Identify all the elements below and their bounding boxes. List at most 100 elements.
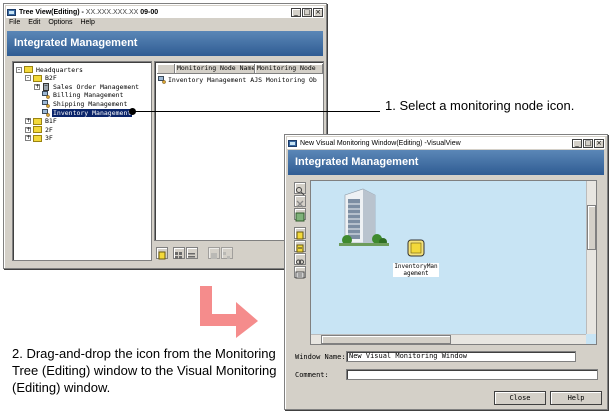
monitoring-node-icon [407,239,425,257]
edit-node-icon [158,251,166,260]
node-icon [42,99,50,108]
zoom-button[interactable] [294,182,306,196]
tree-item[interactable]: Inventory Management [34,108,133,117]
background-icon [295,212,305,222]
minimize-button[interactable]: _ [291,7,301,17]
large-icon-icon [211,253,217,259]
close-window-button[interactable]: × [594,138,604,148]
tree-item-label: B1F [45,117,57,126]
add-node-button[interactable] [294,227,306,240]
server-icon [43,82,49,91]
help-button[interactable]: Help [550,391,602,405]
window-name-label: Window Name: [295,353,346,361]
vertical-scroll-thumb[interactable] [587,205,596,250]
vertical-scrollbar[interactable] [586,181,596,334]
menu-file[interactable]: File [9,19,21,26]
window-name-field[interactable]: New Visual Monitoring Window [346,351,576,362]
tree-item[interactable]: - B2F [25,74,58,83]
folder-icon [33,126,42,134]
folder-icon [24,66,33,73]
maximize-button[interactable]: □ [302,7,312,17]
close-button[interactable]: Close [494,391,546,405]
visual-window-titlebar[interactable]: New Visual Monitoring Window(Editing) -V… [287,137,605,149]
properties-icon [295,271,305,279]
delete-icon [296,200,304,208]
tree-item[interactable]: - Headquarters [16,65,84,74]
menu-help[interactable]: Help [80,19,95,26]
tree-item[interactable]: +3F [25,134,54,143]
folder-icon [33,74,42,82]
tree-item[interactable]: + Sales Order Management [34,82,140,91]
menu-options[interactable]: Options [48,19,73,26]
app-icon [288,139,297,147]
tree-item-label: Sales Order Management [53,82,140,91]
folder-icon [33,134,42,142]
tree-item-label: B2F [45,74,57,83]
add-text-icon [296,244,304,253]
tree-item[interactable]: +2F [25,125,54,134]
collapse-icon[interactable]: - [25,74,31,82]
column-header-type[interactable]: Monitoring Node [255,64,323,74]
horizontal-scroll-thumb[interactable] [321,335,451,344]
expand-icon[interactable]: + [25,117,32,125]
integrated-management-banner: Integrated Management [7,31,323,56]
tree-item[interactable]: Billing Management [34,91,124,100]
comment-field[interactable] [346,369,598,380]
tree-item[interactable]: + B1F [25,117,58,126]
tile-view-button[interactable] [173,247,185,259]
tree-item-label: 3F [45,134,53,143]
tree-view-titlebar[interactable]: Tree View(Editing) - XX.XXX.XXX.XX 09-00… [6,6,324,18]
side-toolbar [292,182,308,308]
link-button[interactable] [294,253,306,265]
tree-view-window: Tree View(Editing) - XX.XXX.XXX.XX 09-00… [3,3,327,269]
window-title: New Visual Monitoring Window(Editing) -V… [300,139,461,147]
step1-callout: 1. Select a monitoring node icon. [385,98,575,113]
monitoring-tree: -Headquarters-B2F+Sales Order Management… [12,61,152,261]
small-icon-icon [223,252,230,259]
small-icon-button[interactable] [221,247,233,259]
building-image [339,188,389,246]
visual-monitoring-window: New Visual Monitoring Window(Editing) -V… [284,134,608,410]
edit-node-button[interactable] [156,247,168,260]
expand-icon[interactable]: + [34,82,41,90]
tree-item-label: Shipping Management [53,99,128,108]
maximize-button[interactable]: □ [583,138,593,148]
horizontal-scrollbar[interactable] [311,334,586,344]
window-title: Tree View(Editing) - XX.XXX.XXX.XX 09-00 [19,8,159,16]
list-item-name: Inventory Management [168,76,247,84]
tree-item-label: Headquarters [36,65,83,74]
zoom-icon [296,187,305,196]
column-header-name[interactable]: Monitoring Node Name [175,64,255,74]
comment-label: Comment: [295,371,329,379]
expand-icon[interactable]: + [25,125,32,133]
tile-view-icon [175,252,182,259]
column-header-icon[interactable] [157,64,175,74]
add-text-button[interactable] [294,240,306,253]
list-item-type: AJS Monitoring Ob [250,76,317,84]
expand-icon[interactable]: + [25,134,32,142]
close-window-button[interactable]: × [313,7,323,17]
node-icon [42,91,50,100]
drag-arrow-icon [200,286,258,338]
tree-item[interactable]: Shipping Management [34,99,128,108]
delete-button[interactable] [294,195,306,208]
integrated-management-banner: Integrated Management [288,150,604,175]
callout-line [133,111,380,112]
minimize-button[interactable]: _ [572,138,582,148]
menu-edit[interactable]: Edit [28,19,41,26]
background-button[interactable] [294,208,306,222]
tree-item-label: Inventory Management [52,108,133,117]
monitoring-node-icon [158,76,166,84]
properties-button[interactable] [294,266,306,279]
app-icon [7,8,16,16]
list-view-icon [188,253,195,258]
folder-icon [33,117,42,125]
collapse-icon[interactable]: - [16,65,22,73]
large-icon-button[interactable] [208,247,220,259]
tree-item-label: 2F [45,125,53,134]
list-item[interactable]: Inventory Management AJS Monitoring Ob [158,76,317,84]
list-view-button[interactable] [186,247,198,259]
callout-dot [129,108,136,115]
